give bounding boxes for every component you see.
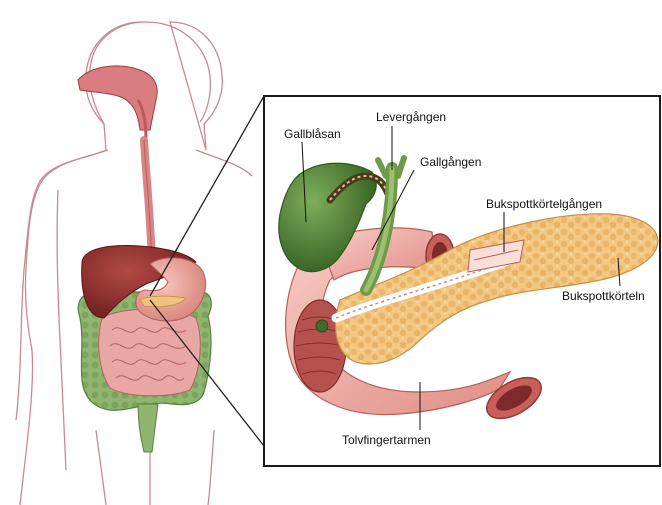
label-hepatic-duct: Levergången bbox=[376, 110, 446, 124]
label-duodenum: Tolvfingertarmen bbox=[342, 433, 431, 447]
papilla bbox=[316, 320, 328, 332]
label-gallbladder: Gallblåsan bbox=[284, 127, 341, 141]
callout-line-top bbox=[150, 96, 264, 296]
rectum bbox=[138, 404, 158, 452]
arm-left-inner bbox=[57, 190, 66, 470]
label-bile-duct: Gallgången bbox=[420, 155, 481, 169]
torso-right bbox=[196, 150, 252, 176]
label-pancreas: Bukspottkörteln bbox=[562, 289, 645, 303]
label-pancreatic-duct: Bukspottkörtelgången bbox=[486, 197, 602, 211]
small-intestine bbox=[99, 309, 201, 396]
leg-outline bbox=[96, 430, 214, 505]
